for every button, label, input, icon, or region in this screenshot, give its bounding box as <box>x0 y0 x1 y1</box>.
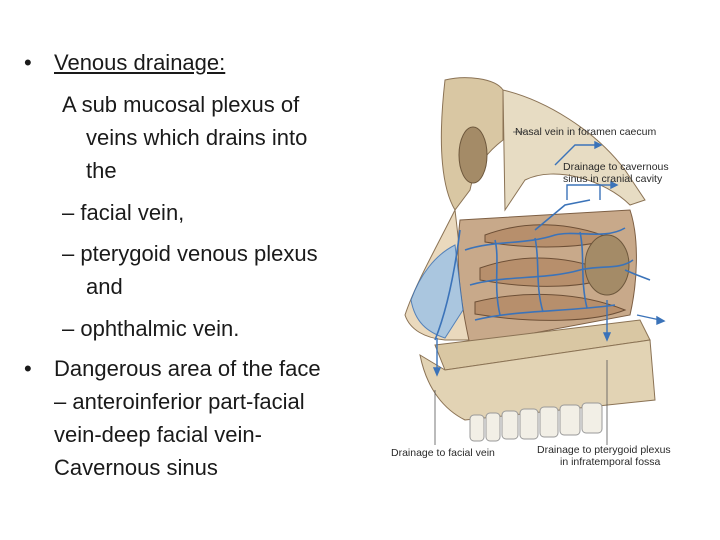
label-nasal-vein: Nasal vein in foramen caecum <box>515 126 657 138</box>
label-cavernous-1: Drainage to cavernous <box>563 161 669 173</box>
bullet-1-line: – pterygoid venous plexus <box>62 241 318 266</box>
bullet-1-line: A sub mucosal plexus of <box>62 92 300 117</box>
bullet-1-line: the <box>86 158 117 183</box>
bullet-2-line: – anteroinferior part-facial <box>54 389 305 414</box>
bullet-symbol: • <box>24 50 32 75</box>
nasal-venous-drainage-figure: Nasal vein in foramen caecum Drainage to… <box>375 70 695 470</box>
bullet-1-line: – facial vein, <box>62 200 185 225</box>
bullet-1-line: veins which drains into <box>86 125 308 150</box>
bullet-2-line: vein-deep facial vein- <box>54 422 262 447</box>
label-pterygoid-2: in infratemporal fossa <box>560 456 661 468</box>
label-facial-vein: Drainage to facial vein <box>391 447 495 459</box>
bullet-1-line: – ophthalmic vein. <box>62 316 240 341</box>
nasal-anatomy-illustration <box>404 77 666 445</box>
bullet-2-line: Dangerous area of the face <box>54 356 321 381</box>
label-cavernous-2: sinus in cranial cavity <box>563 173 663 185</box>
bullet-1-line: and <box>86 274 123 299</box>
bullet-symbol: • <box>24 356 32 381</box>
bullet-2-line: Cavernous sinus <box>54 455 218 480</box>
bullet-1-heading: Venous drainage: <box>54 50 226 75</box>
label-pterygoid-1: Drainage to pterygoid plexus <box>537 444 671 456</box>
